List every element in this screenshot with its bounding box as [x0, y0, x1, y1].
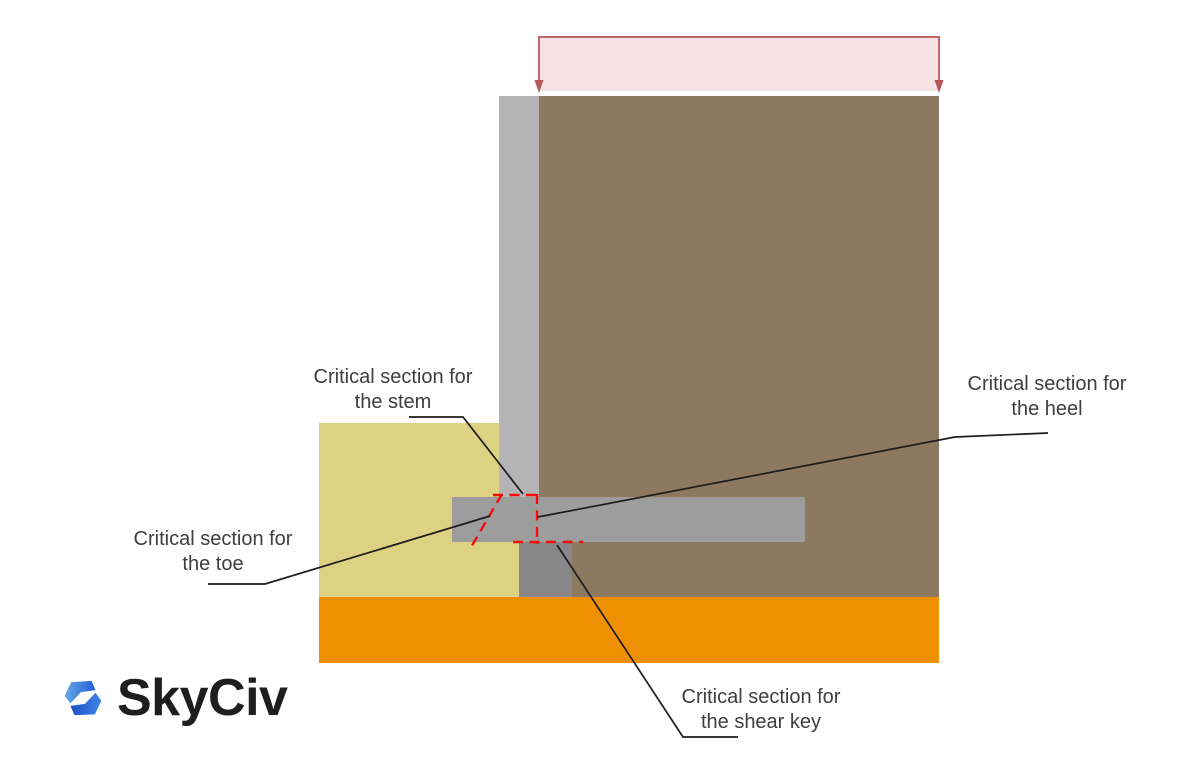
toe-callout-label: Critical section for the toe	[113, 527, 313, 577]
surcharge-load-icon	[534, 36, 944, 93]
skyciv-logo: SkyCiv	[60, 669, 288, 727]
callout-line: Critical section for	[133, 528, 293, 550]
wall-footing	[452, 497, 805, 542]
callout-line: the shear key	[700, 711, 822, 733]
surcharge-left-arrow-icon	[534, 80, 544, 93]
surcharge-load-border	[538, 36, 940, 84]
heel-callout-label: Critical section for the heel	[947, 372, 1147, 422]
callout-line: Critical section for	[681, 686, 841, 708]
callout-line: the toe	[182, 553, 244, 575]
surcharge-right-arrow-icon	[934, 80, 944, 93]
callout-line: the heel	[1011, 398, 1083, 420]
shear-key-callout-label: Critical section for the shear key	[661, 685, 861, 735]
surcharge-load-area	[539, 36, 939, 91]
callout-line: Critical section for	[967, 373, 1127, 395]
wall-shear-key	[519, 542, 572, 597]
callout-line: Critical section for	[313, 366, 473, 388]
skyciv-logo-icon	[64, 680, 102, 716]
skyciv-logo-text: SkyCiv	[117, 669, 288, 727]
wall-stem	[499, 96, 539, 497]
stem-callout-label: Critical section for the stem	[293, 365, 493, 415]
foundation-soil-layer	[319, 597, 939, 663]
callout-line: the stem	[354, 391, 432, 413]
